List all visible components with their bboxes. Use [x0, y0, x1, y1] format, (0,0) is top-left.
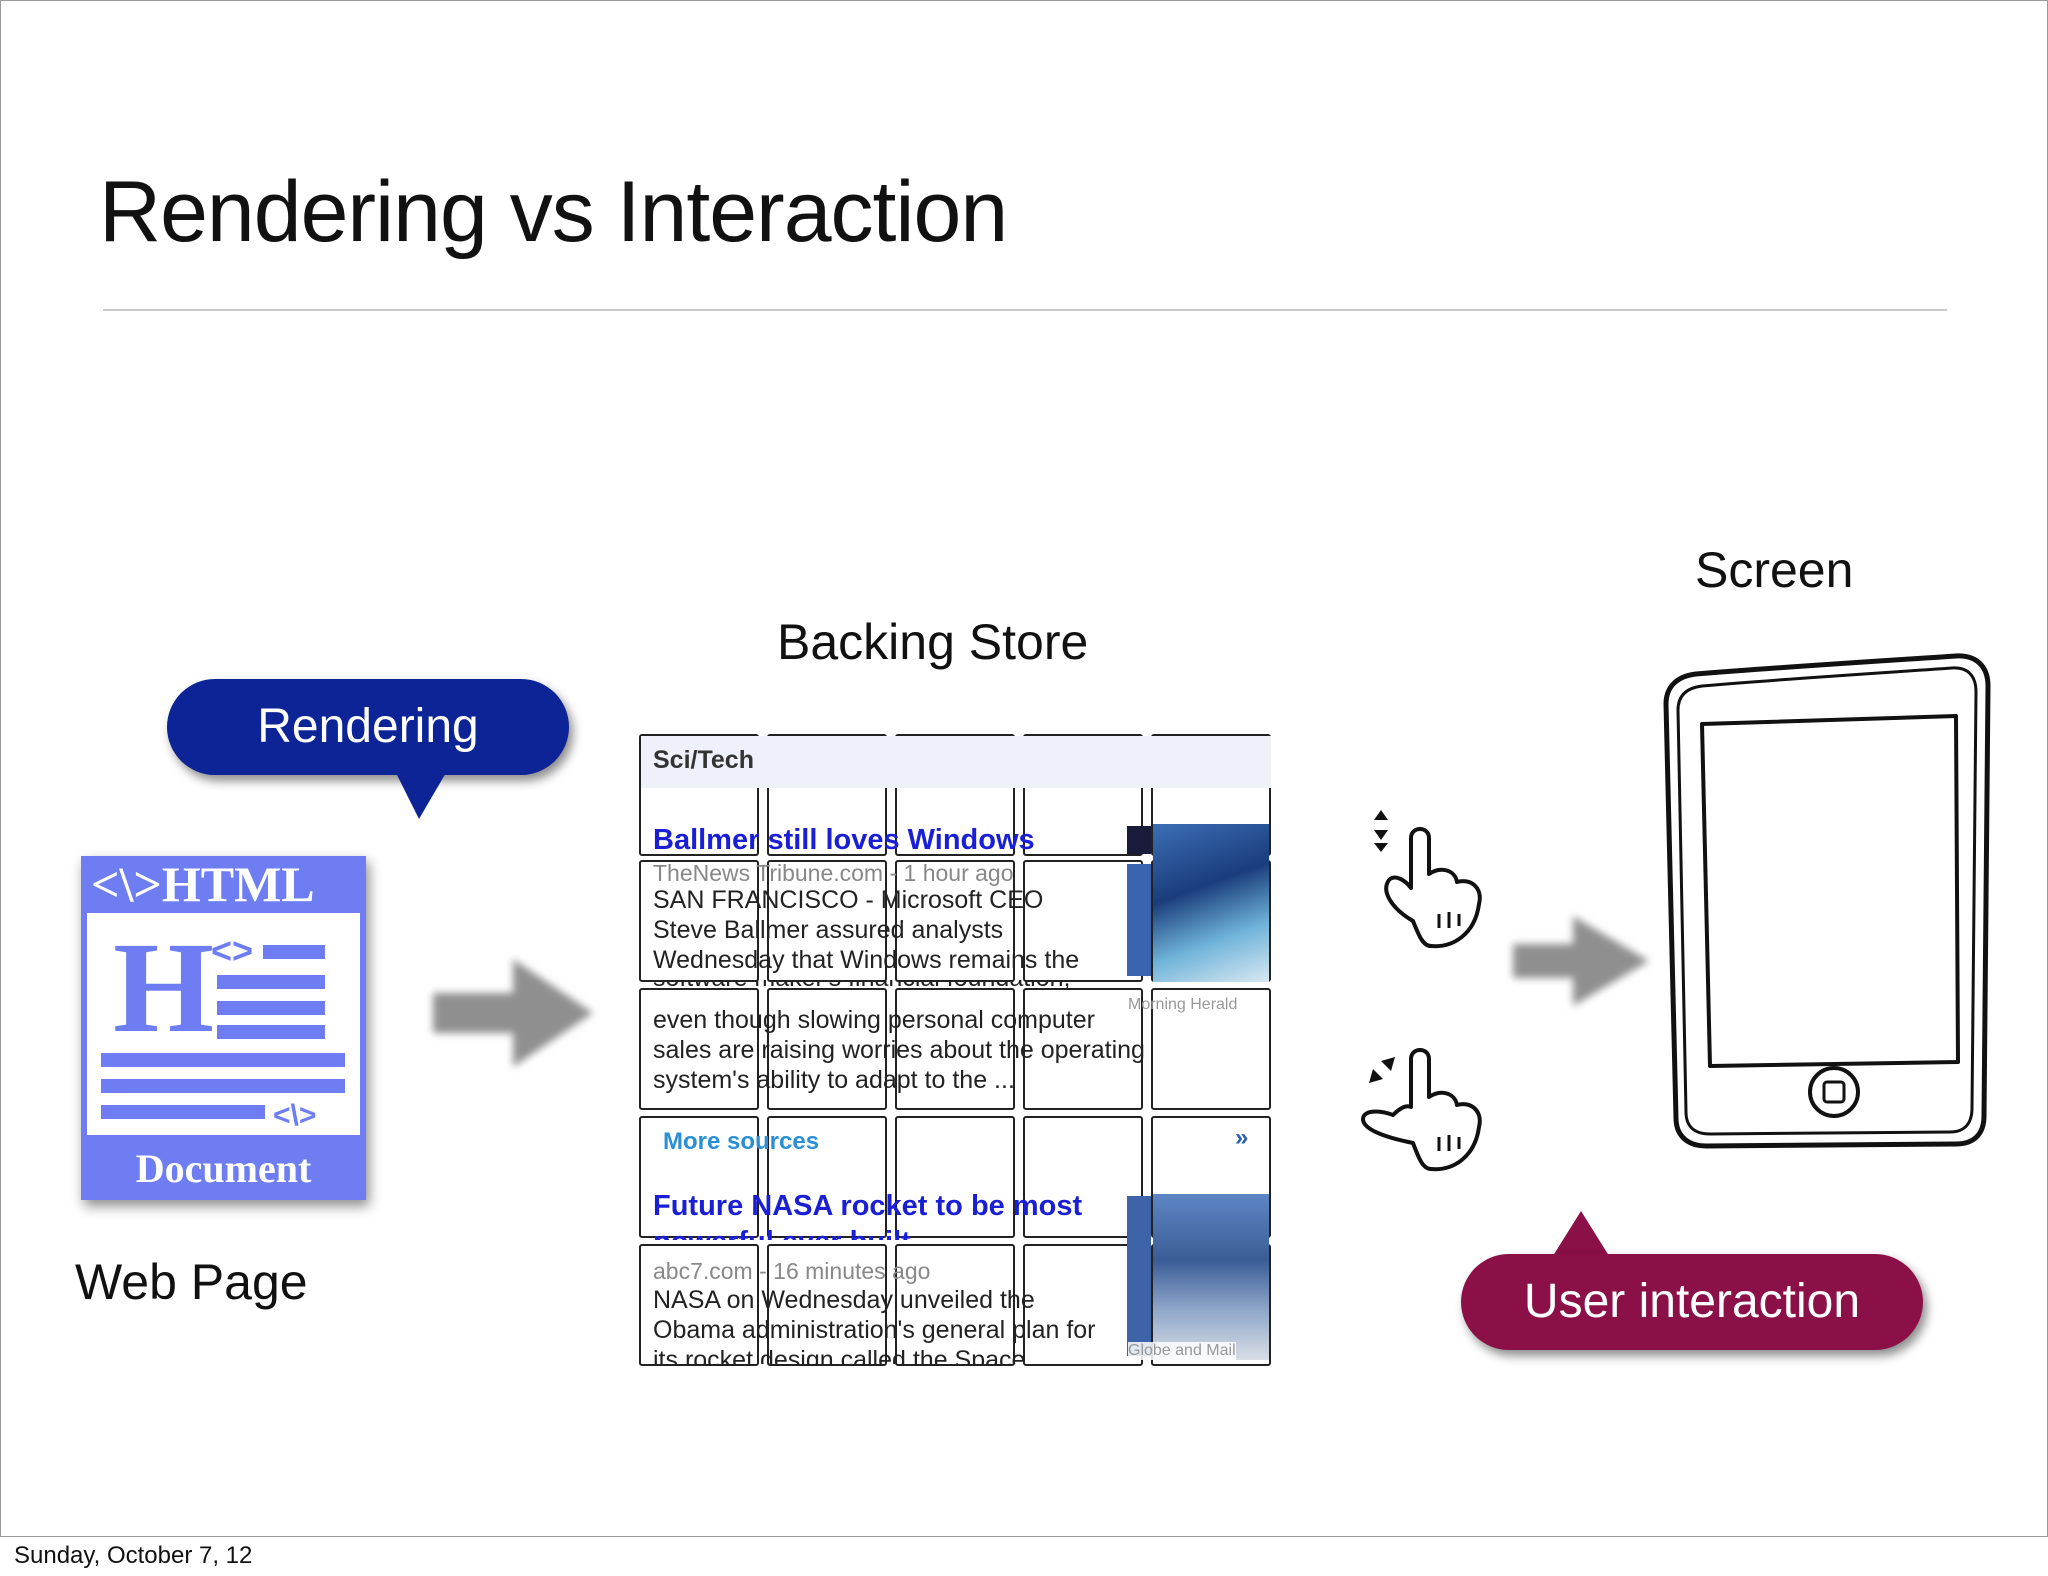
backing-store-tile [895, 988, 1015, 1110]
backing-store-tile [767, 860, 887, 982]
backing-store-tile [1023, 1244, 1143, 1366]
news-photo-2 [1153, 1194, 1269, 1360]
backing-store-tile [639, 988, 759, 1110]
slide-title: Rendering vs Interaction [99, 164, 1008, 260]
title-divider [103, 309, 1947, 311]
user-interaction-callout: User interaction [1461, 1254, 1923, 1350]
backing-store-tile [895, 1116, 1015, 1238]
footer-date: Sunday, October 7, 12 [14, 1542, 253, 1569]
backing-store-tile [895, 1244, 1015, 1366]
user-interaction-callout-tail [1551, 1211, 1611, 1259]
backing-store-tile [1023, 988, 1143, 1110]
rendering-callout: Rendering [167, 679, 569, 775]
scroll-hand-icon [1374, 810, 1482, 949]
backing-store-tile [767, 1116, 887, 1238]
document-icon-footer: Document [135, 1146, 312, 1191]
svg-text:<>: <> [211, 930, 253, 971]
user-interaction-callout-label: User interaction [1523, 1275, 1861, 1328]
backing-store-tile [639, 1116, 759, 1238]
screen-label: Screen [1695, 542, 1854, 598]
news-photo-1 [1153, 824, 1269, 982]
svg-text:<\>: <\> [273, 1099, 316, 1132]
backing-store-label: Backing Store [777, 614, 1089, 670]
html-document-icon: <\>HTML H <> <\> Document [81, 856, 366, 1200]
svg-text:H: H [113, 916, 214, 1060]
news-photo-1-strip [1127, 864, 1151, 976]
pinch-zoom-hand-icon [1361, 1048, 1482, 1172]
right-arrow-icon [1513, 916, 1649, 1006]
rendering-callout-label: Rendering [257, 700, 479, 753]
document-icon-header: <\>HTML [91, 856, 315, 912]
rendering-callout-tail [395, 771, 447, 819]
backing-store-grid: Sci/Tech Ballmer still loves Windows The… [639, 734, 1273, 1366]
backing-store-tile [767, 1244, 887, 1366]
news-photo-2-strip [1127, 1196, 1151, 1356]
backing-store-tile [1151, 988, 1271, 1110]
web-page-label: Web Page [75, 1254, 308, 1310]
news-photo-1-strip [1127, 826, 1151, 854]
right-arrow-icon [433, 959, 593, 1067]
news-section-band [641, 736, 1271, 788]
document-lines-icon: H <> <\> [101, 916, 345, 1132]
backing-store-tile [895, 860, 1015, 982]
backing-store-tile [767, 988, 887, 1110]
backing-store-tile [1023, 1116, 1143, 1238]
tablet-device-icon [1663, 653, 1991, 1149]
backing-store-tile [1023, 860, 1143, 982]
backing-store-tile [639, 1244, 759, 1366]
backing-store-tile [639, 860, 759, 982]
slide: Rendering vs Interaction Rendering <\>HT… [0, 0, 2048, 1537]
document-icon-page: H <> <\> [87, 913, 360, 1135]
